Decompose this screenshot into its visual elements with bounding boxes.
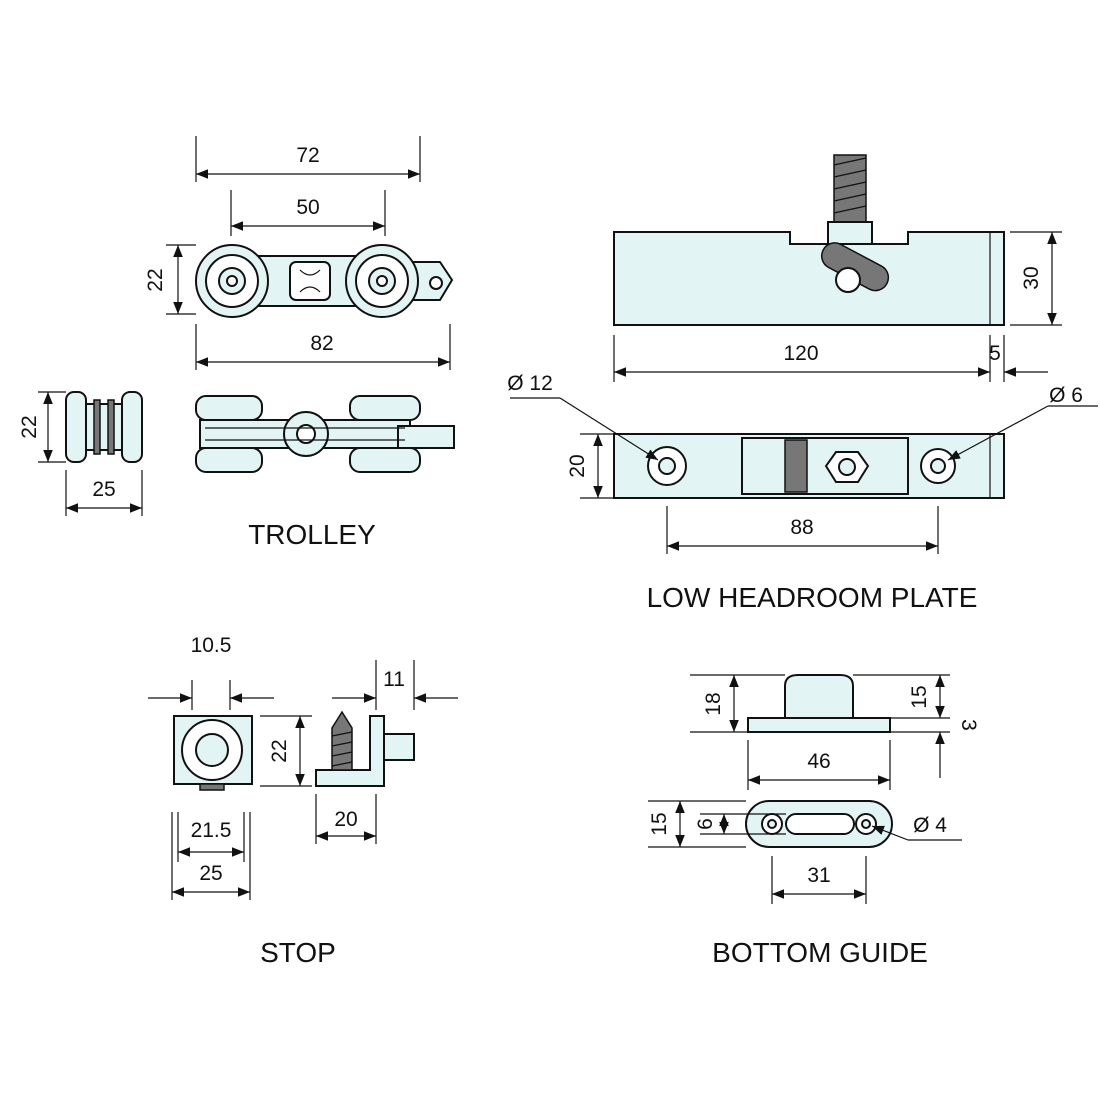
trolley-title: TROLLEY	[248, 519, 376, 550]
trolley-bottom-view	[195, 395, 455, 473]
trolley-group: 72 50 22 82 22 25 TROLLEY	[18, 136, 455, 550]
plate-side-view	[613, 154, 1005, 326]
trolley-side-view	[65, 391, 143, 463]
bottom-guide-group: 18 15 3 46 15 6 Ø 4 31 BOTTOM GUIDE	[648, 674, 980, 968]
stop-dim-11: 11	[383, 668, 405, 691]
stop-dim-10-5: 10.5	[191, 634, 232, 657]
plate-dim-30: 30	[1020, 266, 1043, 289]
plate-dim-5: 5	[989, 342, 1001, 365]
trolley-dim-22-side: 22	[18, 415, 41, 438]
trolley-dim-50: 50	[296, 196, 319, 219]
guide-dim-15-top: 15	[908, 685, 931, 708]
guide-dim-31: 31	[807, 864, 830, 887]
plate-dim-120: 120	[783, 342, 818, 365]
trolley-dim-72: 72	[296, 144, 319, 167]
trolley-top-view	[195, 244, 454, 318]
plate-title: LOW HEADROOM PLATE	[647, 582, 978, 613]
guide-title: BOTTOM GUIDE	[712, 937, 928, 968]
plate-dim-88: 88	[790, 516, 813, 539]
guide-dim-15: 15	[648, 812, 671, 835]
plate-bottom-view	[613, 433, 1005, 499]
plate-dim-20: 20	[566, 454, 589, 477]
bottom-guide-side-view	[747, 674, 891, 733]
stop-front-view	[173, 715, 253, 791]
stop-group: 10.5 11 22 20 21.5 25 STOP	[148, 634, 458, 968]
stop-dim-22: 22	[268, 739, 291, 762]
guide-dim-46: 46	[807, 750, 830, 773]
bottom-guide-top-view	[745, 800, 893, 848]
trolley-dim-25: 25	[92, 478, 115, 501]
plate-dim-dia6: Ø 6	[1049, 384, 1083, 407]
guide-dim-18: 18	[702, 692, 725, 715]
stop-dim-25: 25	[199, 862, 222, 885]
guide-dim-dia4: Ø 4	[913, 814, 947, 837]
stop-side-view	[315, 710, 415, 787]
stop-dim-20: 20	[334, 808, 357, 831]
trolley-dim-22: 22	[144, 268, 167, 291]
stop-dim-21-5: 21.5	[191, 819, 232, 842]
guide-dim-3: 3	[957, 719, 980, 731]
trolley-dim-82: 82	[310, 332, 333, 355]
low-headroom-plate-group: 30 120 5 Ø 12 Ø 6 20 88 LOW HEADROOM PLA…	[507, 154, 1098, 613]
plate-dim-dia12: Ø 12	[507, 372, 553, 395]
stop-title: STOP	[260, 937, 336, 968]
guide-dim-6: 6	[694, 818, 717, 830]
